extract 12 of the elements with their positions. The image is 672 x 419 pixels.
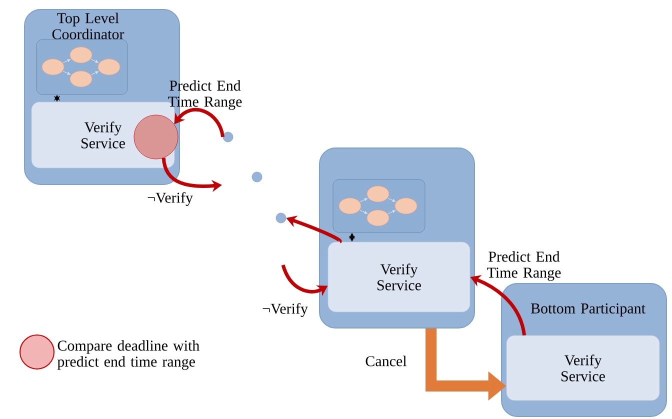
edge-label: ¬Verify [148, 192, 193, 206]
edge-label: ¬Verify [262, 303, 308, 317]
channel-dot [252, 172, 262, 182]
legend-text: Compare deadline with predict end time range [57, 340, 200, 370]
channel-dot [222, 132, 234, 142]
arrow [174, 108, 225, 138]
service-box: Verify Service [506, 335, 660, 401]
service-box: Verify Service [328, 242, 470, 312]
compare-marker [134, 114, 178, 160]
channel-dot [276, 212, 286, 224]
edge-label: Cancel [366, 356, 407, 366]
edge-label: Predict End Time Range [487, 251, 561, 281]
